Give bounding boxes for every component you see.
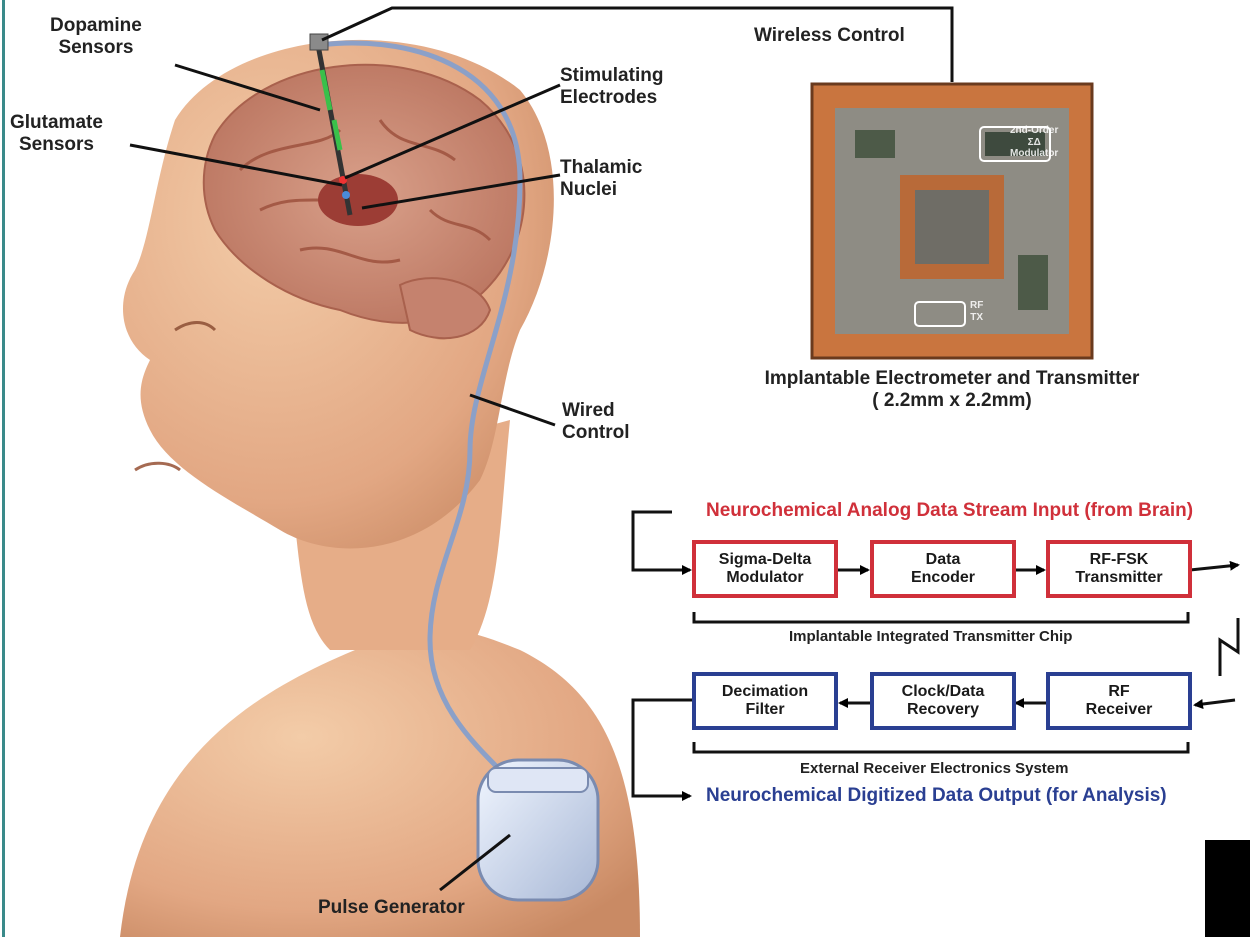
input-label: Neurochemical Analog Data Stream Input (…	[706, 500, 1193, 522]
black-block	[1205, 840, 1250, 937]
chip-caption: Implantable Electrometer and Transmitter…	[742, 368, 1162, 412]
receiver-group-label: External Receiver Electronics System	[800, 760, 1068, 777]
left-edge-rule	[2, 0, 5, 937]
output-label: Neurochemical Digitized Data Output (for…	[706, 785, 1167, 807]
wireless-control-label: Wireless Control	[754, 25, 905, 47]
transmitter-group-label: Implantable Integrated Transmitter Chip	[789, 628, 1072, 645]
pulse-generator-label: Pulse Generator	[318, 897, 465, 919]
